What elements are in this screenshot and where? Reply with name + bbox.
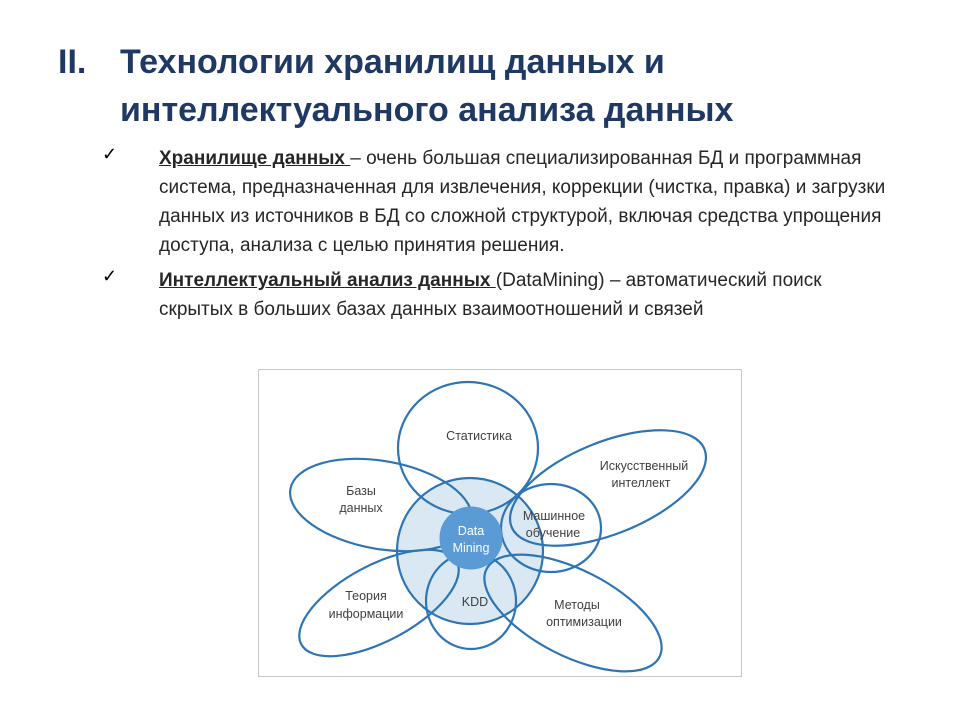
title-line-2: интеллектуального анализа данных [120, 91, 734, 129]
label-ml-line-2: обучение [526, 526, 580, 540]
bullet-list: ✓ Хранилище данных – очень большая специ… [102, 144, 892, 330]
data-mining-diagram: Data Mining Статистика Искусственный инт… [258, 369, 742, 677]
bullet-text: (DataMining) – автоматический поиск скры… [159, 270, 822, 320]
petal-ai [508, 429, 708, 547]
diagram-svg: Data Mining Статистика Искусственный инт… [288, 380, 708, 673]
title-number: II. [58, 43, 87, 81]
label-databases-line-2: данных [339, 501, 383, 515]
title-text: Технологии хранилищ данных и интеллектуа… [120, 38, 918, 134]
label-ml-line-1: Машинное [523, 509, 585, 523]
label-theory-line-1: Теория [345, 589, 387, 603]
center-label-line-2: Mining [453, 541, 490, 555]
label-ai-line-2: интеллект [612, 476, 671, 490]
label-optimization-line-1: Методы [554, 598, 600, 612]
bullet-term: Интеллектуальный анализ данных [159, 270, 496, 291]
checkmark-icon: ✓ [102, 144, 118, 164]
label-theory-line-2: информации [329, 607, 404, 621]
label-databases-line-1: Базы [346, 484, 376, 498]
label-statistics: Статистика [446, 429, 512, 443]
label-ai-line-1: Искусственный [600, 459, 688, 473]
slide-title: II. Технологии хранилищ данных и интелле… [58, 38, 918, 134]
bullet-data-mining: ✓ Интеллектуальный анализ данных (DataMi… [102, 266, 892, 324]
center-label-line-1: Data [458, 524, 484, 538]
bullet-text: – очень большая специализированная БД и … [159, 148, 886, 256]
petal-machine-learning [499, 482, 603, 574]
title-line-1: Технологии хранилищ данных и [120, 43, 665, 81]
bullet-data-warehouse: ✓ Хранилище данных – очень большая специ… [102, 144, 892, 260]
petal-optimization [483, 553, 663, 673]
label-optimization-line-2: оптимизации [546, 615, 622, 629]
label-kdd: KDD [462, 595, 488, 609]
bullet-term: Хранилище данных [159, 148, 351, 169]
checkmark-icon: ✓ [102, 266, 118, 286]
center-circle [439, 506, 503, 570]
